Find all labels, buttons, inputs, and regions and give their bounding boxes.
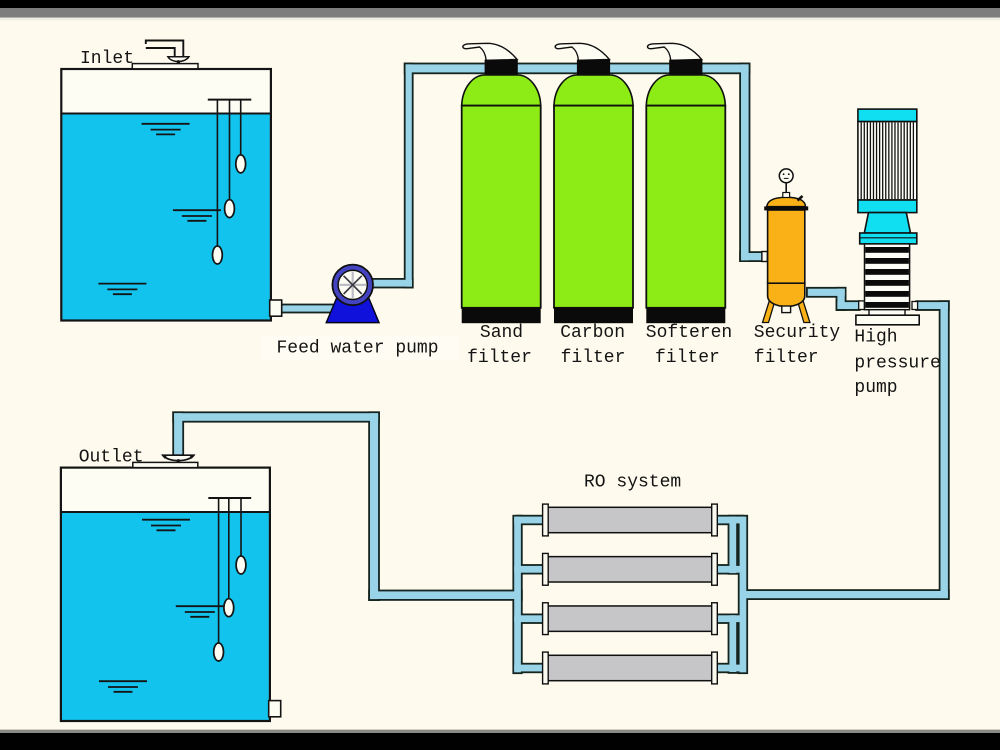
- svg-text:Carbon: Carbon: [560, 323, 625, 343]
- svg-text:RO system: RO system: [584, 473, 681, 493]
- svg-text:filter: filter: [754, 348, 819, 368]
- svg-text:Feed water pump: Feed water pump: [277, 339, 439, 359]
- svg-text:Softeren: Softeren: [646, 323, 732, 343]
- svg-text:filter: filter: [655, 348, 720, 368]
- svg-text:pressure: pressure: [854, 354, 940, 374]
- svg-text:Security: Security: [754, 323, 841, 343]
- svg-text:High: High: [854, 328, 897, 348]
- svg-text:filter: filter: [467, 348, 532, 368]
- svg-text:pump: pump: [854, 378, 897, 398]
- svg-text:Inlet: Inlet: [80, 49, 134, 69]
- svg-text:Outlet: Outlet: [79, 447, 144, 467]
- svg-text:Sand: Sand: [480, 323, 523, 343]
- svg-text:filter: filter: [561, 348, 626, 368]
